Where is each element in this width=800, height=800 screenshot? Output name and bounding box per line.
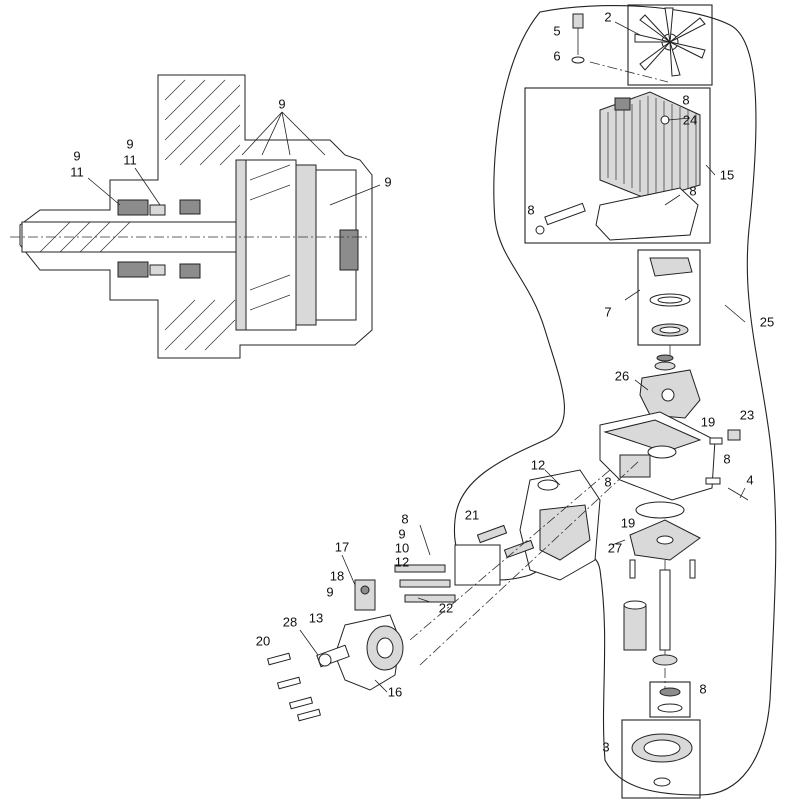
callout-25: 25 bbox=[760, 314, 774, 329]
filter-housing-box bbox=[524, 87, 711, 244]
callout-21: 21 bbox=[465, 507, 479, 522]
callout-9: 9 bbox=[384, 174, 391, 189]
cooling-fan bbox=[634, 7, 706, 77]
callout-5: 5 bbox=[553, 23, 560, 38]
callout-9: 9 bbox=[73, 148, 80, 163]
fan-box bbox=[627, 4, 713, 86]
callout-8: 8 bbox=[699, 681, 706, 696]
callout-16: 16 bbox=[388, 684, 402, 699]
bearing-box bbox=[637, 249, 701, 346]
callout-19: 19 bbox=[621, 515, 635, 530]
callout-2: 2 bbox=[604, 9, 611, 24]
callout-18: 18 bbox=[330, 568, 344, 583]
callout-28: 28 bbox=[283, 614, 297, 629]
callout-9: 9 bbox=[278, 96, 285, 111]
callout-23: 23 bbox=[740, 407, 754, 422]
callout-9: 9 bbox=[326, 584, 333, 599]
front-housing bbox=[334, 579, 404, 691]
callout-15: 15 bbox=[720, 167, 734, 182]
callout-9: 9 bbox=[126, 136, 133, 151]
leader-lines bbox=[87, 21, 746, 693]
callout-27: 27 bbox=[608, 540, 622, 555]
callout-11: 11 bbox=[70, 164, 84, 179]
callout-8: 8 bbox=[689, 183, 696, 198]
callout-6: 6 bbox=[553, 48, 560, 63]
callout-4: 4 bbox=[746, 472, 753, 487]
filter-housing bbox=[599, 91, 701, 201]
callout-11: 11 bbox=[123, 152, 137, 167]
pump-housing bbox=[519, 469, 601, 581]
callout-3: 3 bbox=[602, 739, 609, 754]
cover-box bbox=[621, 719, 701, 799]
callout-9: 9 bbox=[398, 526, 405, 541]
callout-12: 12 bbox=[531, 457, 545, 472]
callout-12: 12 bbox=[395, 554, 409, 569]
callout-22: 22 bbox=[439, 600, 453, 615]
cross-section-view bbox=[10, 74, 373, 359]
callout-8: 8 bbox=[604, 474, 611, 489]
callout-17: 17 bbox=[335, 539, 349, 554]
callout-8: 8 bbox=[682, 92, 689, 107]
callout-13: 13 bbox=[309, 610, 323, 625]
main-housing bbox=[599, 411, 716, 501]
callout-7: 7 bbox=[604, 304, 611, 319]
callout-26: 26 bbox=[615, 368, 629, 383]
callout-19: 19 bbox=[701, 414, 715, 429]
callout-8: 8 bbox=[401, 511, 408, 526]
seal-box bbox=[649, 681, 691, 718]
callout-8: 8 bbox=[723, 451, 730, 466]
callout-labels: 9 9 11 9 11 9 2 5 6 8 24 15 8 8 7 25 26 … bbox=[70, 9, 774, 754]
callout-24: 24 bbox=[683, 112, 697, 127]
callout-10: 10 bbox=[395, 540, 409, 555]
assembly-boundary-25 bbox=[453, 5, 777, 796]
callout-8: 8 bbox=[527, 202, 534, 217]
callout-20: 20 bbox=[256, 633, 270, 648]
